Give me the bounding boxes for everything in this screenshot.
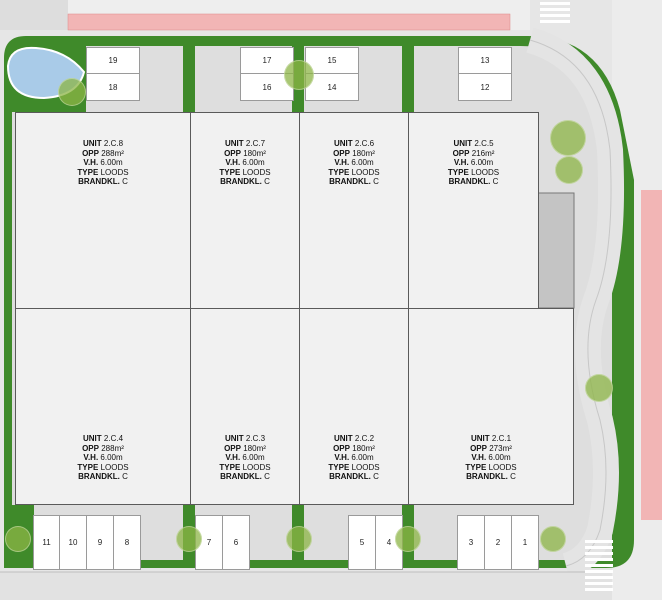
- unit-2c2[interactable]: UNIT 2.C.2 OPP 180m² V.H. 6.00m TYPE LOO…: [299, 308, 409, 505]
- tree-icon: [555, 156, 583, 184]
- parking-slot: 5: [348, 515, 376, 570]
- parking-slot: 6: [222, 515, 250, 570]
- parking-slot: 1: [511, 515, 539, 570]
- bottom-road: [0, 572, 612, 600]
- parking-slot: 12: [458, 73, 512, 101]
- zebra-crossing-bottom: [585, 540, 613, 591]
- tree-icon: [176, 526, 202, 552]
- unit-2c2-label: UNIT 2.C.2 OPP 180m² V.H. 6.00m TYPE LOO…: [328, 434, 380, 481]
- tree-icon: [58, 78, 86, 106]
- zebra-crossing-top: [540, 2, 570, 23]
- unit-2c8-label: UNIT 2.C.8 OPP 288m² V.H. 6.00m TYPE LOO…: [77, 139, 129, 186]
- tree-icon: [585, 374, 613, 402]
- parking-slot: 9: [86, 515, 114, 570]
- parking-slot: 3: [457, 515, 485, 570]
- unit-2c4-label: UNIT 2.C.4 OPP 288m² V.H. 6.00m TYPE LOO…: [77, 434, 129, 481]
- tree-icon: [286, 526, 312, 552]
- parking-slot: 13: [458, 47, 512, 74]
- unit-2c5[interactable]: UNIT 2.C.5 OPP 216m² V.H. 6.00m TYPE LOO…: [408, 112, 539, 309]
- right-cycle-path: [641, 190, 662, 520]
- parking-slot: 18: [86, 73, 140, 101]
- parking-slot: 19: [86, 47, 140, 74]
- parking-slot: 2: [484, 515, 512, 570]
- tree-icon: [540, 526, 566, 552]
- unit-2c8[interactable]: UNIT 2.C.8 OPP 288m² V.H. 6.00m TYPE LOO…: [15, 112, 191, 309]
- unit-2c4[interactable]: UNIT 2.C.4 OPP 288m² V.H. 6.00m TYPE LOO…: [15, 308, 191, 505]
- parking-slot: 8: [113, 515, 141, 570]
- tree-icon: [550, 120, 586, 156]
- parking-slot: 15: [305, 47, 359, 74]
- unit-2c6[interactable]: UNIT 2.C.6 OPP 180m² V.H. 6.00m TYPE LOO…: [299, 112, 409, 309]
- tree-icon: [395, 526, 421, 552]
- tree-icon: [5, 526, 31, 552]
- unit-2c7[interactable]: UNIT 2.C.7 OPP 180m² V.H. 6.00m TYPE LOO…: [190, 112, 300, 309]
- parking-slot: 10: [59, 515, 87, 570]
- unit-2c3[interactable]: UNIT 2.C.3 OPP 180m² V.H. 6.00m TYPE LOO…: [190, 308, 300, 505]
- technical-room: [537, 192, 575, 309]
- top-road-left-edge: [0, 0, 68, 30]
- unit-2c1-label: UNIT 2.C.1 OPP 273m² V.H. 6.00m TYPE LOO…: [465, 434, 517, 481]
- parking-slot: 11: [33, 515, 60, 570]
- tree-icon: [284, 60, 314, 90]
- unit-2c6-label: UNIT 2.C.6 OPP 180m² V.H. 6.00m TYPE LOO…: [328, 139, 380, 186]
- top-cycle-path: [67, 13, 511, 31]
- unit-2c5-label: UNIT 2.C.5 OPP 216m² V.H. 6.00m TYPE LOO…: [447, 139, 500, 186]
- unit-2c7-label: UNIT 2.C.7 OPP 180m² V.H. 6.00m TYPE LOO…: [219, 139, 271, 186]
- unit-2c3-label: UNIT 2.C.3 OPP 180m² V.H. 6.00m TYPE LOO…: [219, 434, 271, 481]
- unit-2c1[interactable]: UNIT 2.C.1 OPP 273m² V.H. 6.00m TYPE LOO…: [408, 308, 574, 505]
